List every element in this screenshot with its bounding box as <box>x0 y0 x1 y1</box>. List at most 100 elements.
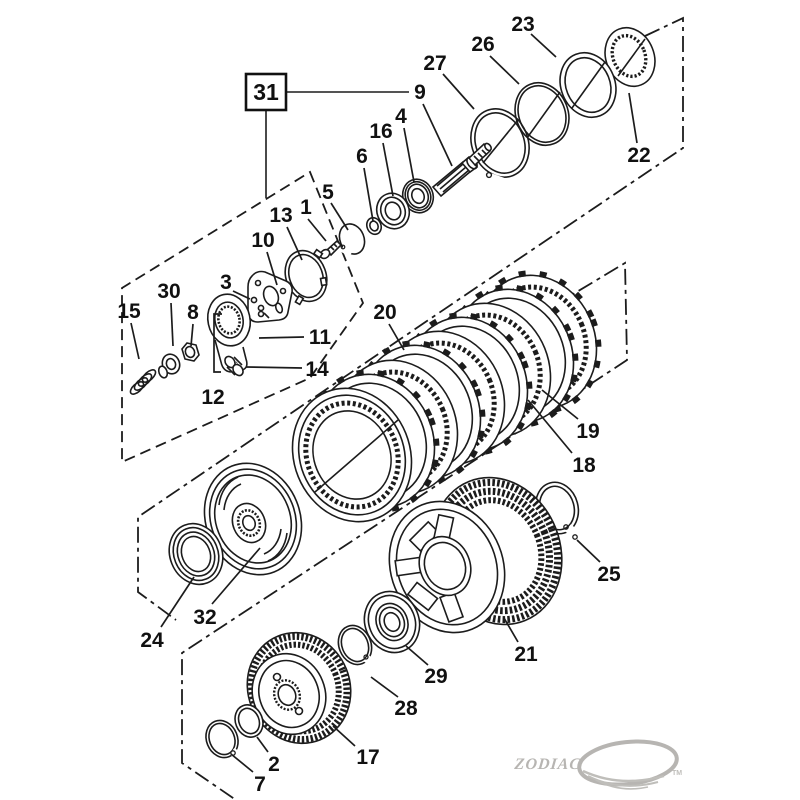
leader-30 <box>170 302 174 347</box>
callout-22: 22 <box>627 144 650 167</box>
boundary-kit-31 <box>121 170 365 464</box>
part-28-snap-ring <box>337 624 374 666</box>
part-24-seal <box>168 522 224 586</box>
callout-29: 29 <box>424 665 447 688</box>
part-30-adjuster-screw <box>157 353 181 379</box>
callout-30: 30 <box>157 280 180 303</box>
leader-17 <box>332 725 356 747</box>
leader-9 <box>422 103 453 167</box>
callout-layer: 1234567891011121314151617181920212223242… <box>117 13 650 796</box>
leader-18 <box>527 399 573 454</box>
kit-box-rect <box>244 72 288 112</box>
callout-18: 18 <box>572 454 596 477</box>
logo-oval <box>577 739 679 787</box>
part-32-pressure-plate <box>203 462 303 576</box>
leader-26 <box>489 55 520 85</box>
part-9-adjuster-shaft <box>431 142 493 198</box>
callout-7: 7 <box>254 773 266 796</box>
leader-13 <box>286 226 303 261</box>
callout-6: 6 <box>356 145 368 168</box>
leader-16 <box>382 142 394 197</box>
leader-15 <box>130 322 140 360</box>
callout-11: 11 <box>309 326 332 349</box>
callout-2: 2 <box>268 753 280 776</box>
callout-25: 25 <box>597 563 621 586</box>
callout-3: 3 <box>220 271 232 294</box>
part-15-spring <box>129 369 157 395</box>
leader-11 <box>258 336 305 339</box>
leader-6 <box>363 167 374 222</box>
callout-28: 28 <box>394 697 418 720</box>
logo-trademark: TM <box>672 770 682 777</box>
callout-13: 13 <box>269 204 292 227</box>
zodiac-logo: ZODIAC TM <box>513 739 682 790</box>
callout-14: 14 <box>305 358 329 381</box>
logo-text: ZODIAC <box>513 756 582 773</box>
leader-32 <box>211 547 261 605</box>
leader-3 <box>232 290 251 300</box>
kit-box-label: 31 <box>253 79 279 105</box>
part-29-bearing <box>363 590 421 654</box>
callout-32: 32 <box>193 606 216 629</box>
leader-10 <box>266 251 278 286</box>
leader-20 <box>388 323 405 351</box>
callout-27: 27 <box>423 52 446 75</box>
clutch-plate-stack <box>291 270 602 523</box>
plate-0-front <box>291 387 413 523</box>
leader-23 <box>530 33 557 58</box>
callout-26: 26 <box>471 33 494 56</box>
part-16-bearing-race <box>375 192 411 230</box>
group-boundaries <box>121 16 684 800</box>
callout-12: 12 <box>201 386 224 409</box>
part-13-retainer-ring <box>284 248 328 306</box>
callout-8: 8 <box>187 301 199 324</box>
part-26-ring <box>514 81 570 147</box>
leader-28 <box>370 676 399 698</box>
callout-9: 9 <box>414 81 426 104</box>
callout-4: 4 <box>395 105 407 128</box>
leader-4 <box>403 127 415 183</box>
part-23-seal-ring <box>559 51 617 119</box>
callout-17: 17 <box>356 746 379 769</box>
part-8-locknut <box>181 342 200 362</box>
part-2-washer <box>234 704 264 738</box>
part-5-snap-ring <box>338 223 366 257</box>
leader-14 <box>245 366 303 369</box>
boundary-main-lower <box>181 261 628 800</box>
callout-19: 19 <box>576 420 599 443</box>
callout-10: 10 <box>251 229 274 252</box>
leader-25 <box>576 539 601 563</box>
part-17-clutch-hub <box>246 631 352 745</box>
bracket-12 <box>213 313 222 373</box>
kit-box-31: 31 <box>244 72 409 198</box>
leader-27 <box>442 73 475 110</box>
boundary-main-upper <box>137 16 684 621</box>
callout-24: 24 <box>140 629 164 652</box>
callout-23: 23 <box>511 13 534 36</box>
callout-20: 20 <box>373 301 396 324</box>
leader-19 <box>541 389 579 420</box>
callout-1: 1 <box>300 196 312 219</box>
leader-2 <box>256 736 269 753</box>
part-6-washer <box>365 216 383 236</box>
callout-21: 21 <box>514 643 538 666</box>
leader-24 <box>160 576 195 628</box>
leader-21 <box>503 617 519 643</box>
leader-7 <box>230 753 254 773</box>
leader-29 <box>405 645 429 666</box>
part-3-balls <box>250 296 270 319</box>
callout-16: 16 <box>369 120 392 143</box>
part-1-screw <box>319 239 343 260</box>
part-4-bearing <box>401 178 435 214</box>
callout-5: 5 <box>322 181 334 204</box>
leader-1 <box>307 218 327 242</box>
part-7-snap-ring <box>205 719 240 759</box>
callout-15: 15 <box>117 300 141 323</box>
part-14-pin <box>224 355 244 377</box>
part-21-clutch-basket <box>388 476 563 634</box>
leader-8 <box>190 323 194 347</box>
leader-5 <box>330 202 349 231</box>
leader-22 <box>628 92 638 144</box>
